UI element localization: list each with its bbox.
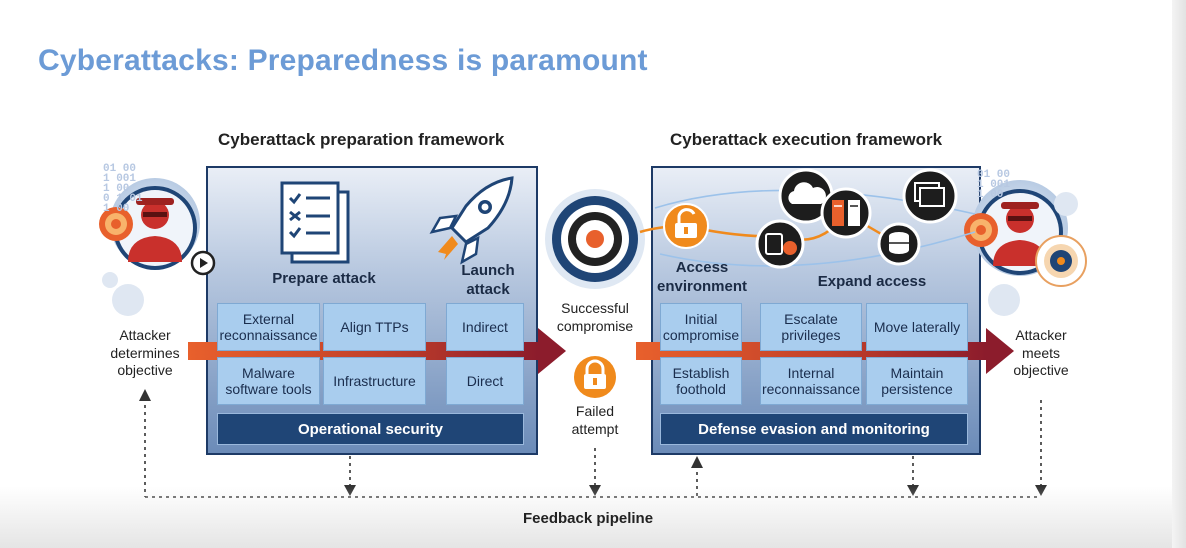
binary-line: 1 001: [977, 179, 1011, 191]
server-icon: [820, 187, 872, 239]
box-indirect: Indirect: [446, 303, 524, 351]
lock-failed-icon: [574, 356, 616, 398]
right-edge-bar: [1172, 0, 1186, 548]
box-escalate-privileges: Escalate privileges: [760, 303, 862, 351]
attacker-determines-objective-label: Attacker determines objective: [110, 327, 180, 378]
binary-decoration-left: 01 00 1 001 1 00 0 1 01 1 00: [103, 163, 143, 215]
attacker-left-icon: [99, 178, 216, 276]
box-align-ttps: Align TTPs: [323, 303, 426, 351]
box-establish-foothold: Establish foothold: [660, 357, 742, 405]
target-icon: [545, 189, 645, 289]
box-initial-compromise: Initial compromise: [660, 303, 742, 351]
binary-line: 0 1 01: [103, 193, 143, 205]
binary-line: 1 001: [103, 173, 137, 185]
binary-line: 01 00: [103, 163, 137, 175]
box-external-reconnaissance: External reconnaissance: [217, 303, 320, 351]
box-infrastructure: Infrastructure: [323, 357, 426, 405]
decorative-circles: [102, 192, 1078, 316]
binary-line: 01 00: [977, 169, 1011, 181]
box-direct: Direct: [446, 357, 524, 405]
slide-title: Cyberattacks: Preparedness is paramount: [38, 44, 648, 77]
box-maintain-persistence: Maintain persistence: [866, 357, 968, 405]
lock-open-icon: [663, 203, 709, 249]
prepare-attack-label: Prepare attack: [272, 270, 376, 287]
windows-icon: [902, 168, 958, 224]
defense-evasion-bar: Defense evasion and monitoring: [660, 413, 968, 445]
operational-security-bar: Operational security: [217, 413, 524, 445]
launch-attack-label: Launch attack: [461, 262, 515, 298]
database-icon: [877, 222, 921, 266]
successful-compromise-label: Successful compromise: [556, 300, 634, 334]
attacker-meets-objective-label: Attacker meets objective: [1013, 327, 1069, 378]
binary-line: 1 00: [103, 183, 130, 195]
box-internal-reconnaissance: Internal reconnaissance: [760, 357, 862, 405]
expand-access-label: Expand access: [817, 273, 927, 290]
feedback-pipeline-label: Feedback pipeline: [523, 510, 654, 527]
bottom-gradient: [0, 486, 1186, 548]
binary-decoration-right: 01 00 1 001 1 00: [977, 169, 1011, 201]
cloud-icon: [778, 168, 834, 224]
rocket-icon: [429, 176, 514, 265]
attacker-right-icon: [964, 180, 1087, 287]
checklist-icon: [280, 181, 350, 264]
access-environment-label: Access environment: [656, 259, 747, 295]
binary-line: 1 00: [103, 203, 130, 215]
box-malware-software-tools: Malware software tools: [217, 357, 320, 405]
execution-heading: Cyberattack execution framework: [670, 130, 943, 149]
devices-icon: [755, 219, 805, 269]
binary-line: 1 00: [977, 189, 1004, 201]
box-move-laterally: Move laterally: [866, 303, 968, 351]
preparation-heading: Cyberattack preparation framework: [218, 130, 505, 149]
failed-attempt-label: Failed attempt: [571, 403, 619, 437]
